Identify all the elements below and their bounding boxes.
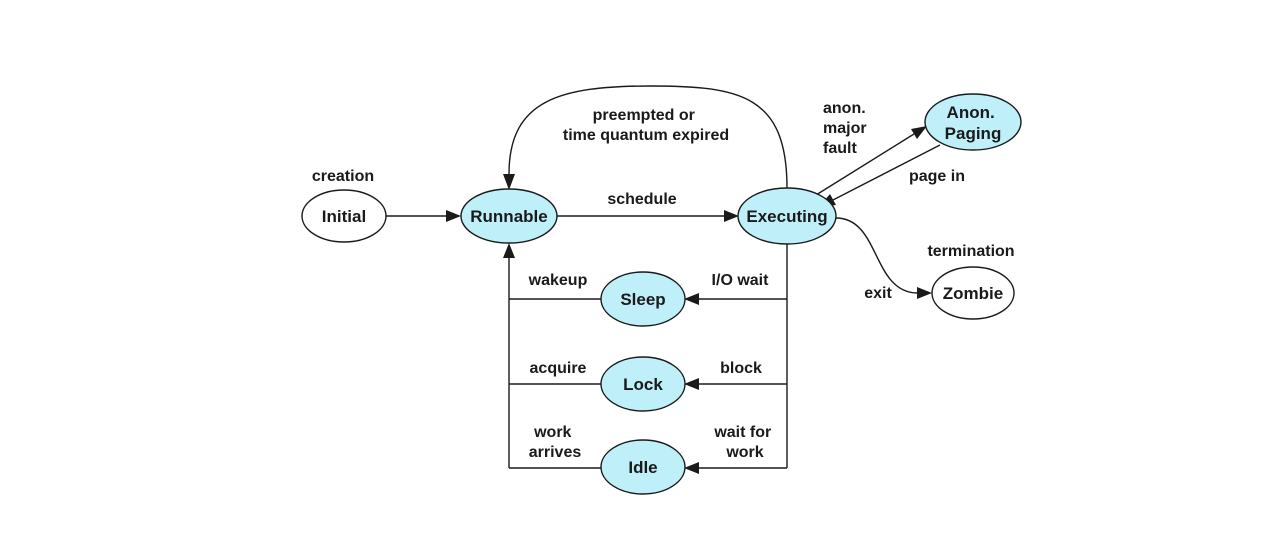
edge-label-preempted-line-1: preempted or: [593, 107, 695, 124]
edge-label-preempted-line-2: time quantum expired: [563, 127, 729, 144]
state-zombie-label: Zombie: [943, 284, 1003, 303]
state-runnable: Runnable: [460, 188, 558, 244]
edge-label-work-arrives-line-1: work: [533, 424, 571, 441]
edge-label-preempted: preempted or time quantum expired: [563, 107, 729, 144]
edge-exit-arrowhead: [917, 287, 932, 299]
state-idle: Idle: [600, 439, 686, 495]
state-sleep-label: Sleep: [620, 290, 665, 309]
edge-label-creation: creation: [312, 168, 374, 185]
state-anon-paging-label-line-2: Paging: [945, 124, 1002, 143]
edge-creation-arrowhead: [446, 210, 461, 222]
state-initial: Initial: [301, 189, 387, 243]
edge-label-wait-for-work-line-1: wait for: [713, 424, 771, 441]
edge-label-block: block: [720, 360, 762, 377]
edge-label-work-arrives-line-2: arrives: [529, 444, 582, 461]
edge-label-schedule: schedule: [607, 191, 676, 208]
edge-labels: creation schedule preempted or time quan…: [312, 100, 1015, 461]
edge-anon-major-fault-line: [815, 133, 915, 196]
edge-label-anon-major-fault-line-1: anon.: [823, 100, 866, 117]
edge-wait-for-work-arrowhead: [684, 462, 699, 474]
edge-runnable-return-arrowhead: [503, 243, 515, 258]
state-zombie-shape: [931, 266, 1015, 320]
edge-label-wakeup: wakeup: [528, 272, 588, 289]
state-initial-label: Initial: [322, 207, 366, 226]
edge-preempted-arrowhead: [503, 174, 515, 190]
state-anon-paging-label-line-1: Anon.: [947, 103, 995, 122]
edge-label-anon-major-fault-line-2: major: [823, 120, 867, 137]
edge-label-termination: termination: [927, 243, 1014, 260]
edge-exit-curve: [835, 217, 918, 294]
edge-io-wait-arrowhead: [684, 293, 699, 305]
edge-block-arrowhead: [684, 378, 699, 390]
state-executing: Executing: [737, 187, 837, 245]
edge-anon-major-fault-arrowhead: [911, 126, 927, 139]
edges: [386, 85, 941, 474]
state-zombie: Zombie: [931, 266, 1015, 320]
state-anon-paging: Anon. Paging: [924, 93, 1022, 151]
edge-schedule-arrowhead: [724, 210, 739, 222]
state-runnable-shape: [460, 188, 558, 244]
state-executing-shape: [737, 187, 837, 245]
edge-label-anon-major-fault-line-3: fault: [823, 140, 857, 157]
edge-preempted-arc: [508, 85, 788, 189]
state-initial-shape: [301, 189, 387, 243]
state-lock-label: Lock: [623, 375, 663, 394]
edge-label-wait-for-work: wait for work: [713, 424, 775, 461]
state-sleep-shape: [600, 271, 686, 327]
edge-label-io-wait: I/O wait: [712, 272, 770, 289]
edge-label-page-in: page in: [909, 168, 965, 185]
state-idle-shape: [600, 439, 686, 495]
state-executing-label: Executing: [746, 207, 827, 226]
edge-label-wait-for-work-line-2: work: [725, 444, 763, 461]
state-idle-label: Idle: [628, 458, 657, 477]
state-runnable-label: Runnable: [470, 207, 547, 226]
state-sleep: Sleep: [600, 271, 686, 327]
state-lock-shape: [600, 356, 686, 412]
edge-label-exit: exit: [864, 285, 892, 302]
state-anon-paging-label: Anon. Paging: [945, 103, 1002, 143]
edge-page-in-line: [832, 144, 941, 201]
state-anon-paging-shape: [924, 93, 1022, 151]
edge-label-anon-major-fault: anon. major fault: [823, 100, 871, 157]
edge-label-acquire: acquire: [530, 360, 587, 377]
edge-label-work-arrives: work arrives: [529, 424, 582, 461]
state-lock: Lock: [600, 356, 686, 412]
